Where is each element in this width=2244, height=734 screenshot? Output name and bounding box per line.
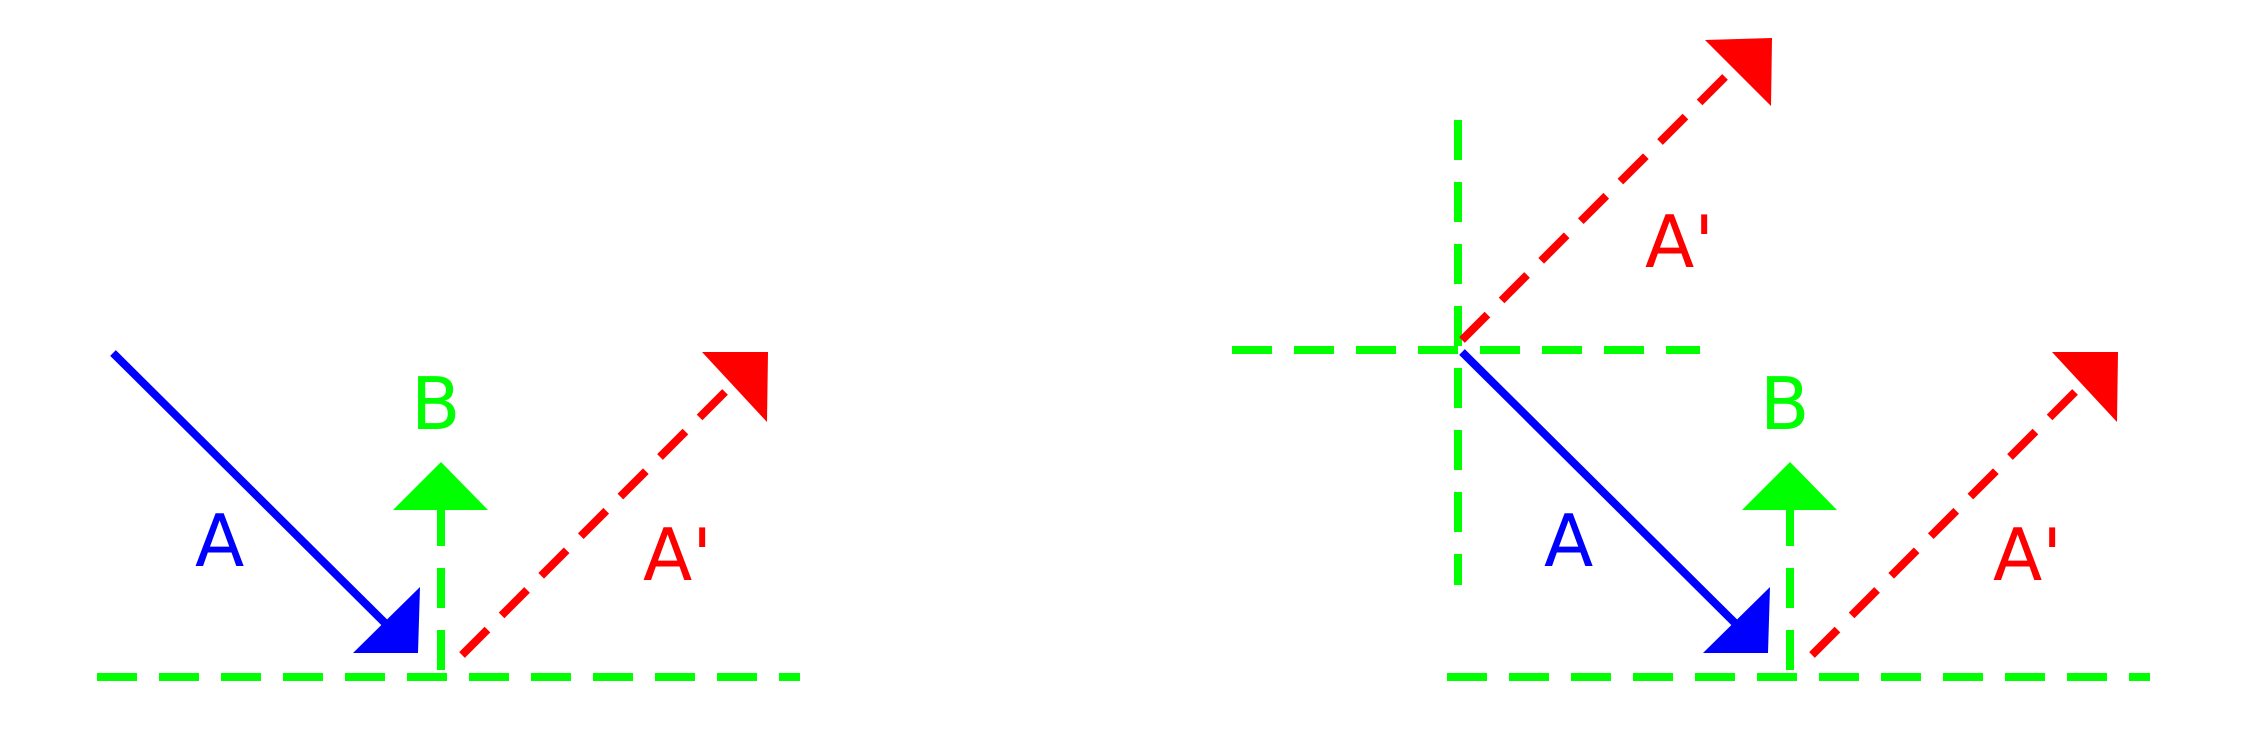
right-incident-ray <box>1459 349 1743 631</box>
left-normal-arrowhead <box>393 462 488 510</box>
left-reflected-arrowhead <box>702 352 768 422</box>
right-extended-reflected-arrowhead <box>1705 38 1772 106</box>
right-extended-reflected-ray <box>1459 59 1743 343</box>
left-label-normal: B <box>411 362 460 446</box>
left-panel: A B A' <box>97 350 800 681</box>
left-label-reflected: A' <box>643 513 712 597</box>
right-incident-arrowhead <box>1703 587 1770 653</box>
left-incident-arrowhead <box>353 587 420 653</box>
right-label-extended-reflected: A' <box>1645 200 1714 284</box>
left-incident-ray <box>110 350 393 631</box>
left-label-incident: A <box>195 499 244 583</box>
right-reflected-ray <box>1809 380 2087 658</box>
right-panel: A B A' A' <box>1232 38 2150 681</box>
right-reflected-arrowhead <box>2052 352 2118 422</box>
right-label-incident: A <box>1544 499 1593 583</box>
right-label-reflected: A' <box>1993 513 2062 597</box>
left-reflected-ray <box>459 380 737 658</box>
right-normal-arrowhead <box>1742 462 1837 510</box>
right-label-normal: B <box>1760 362 1809 446</box>
